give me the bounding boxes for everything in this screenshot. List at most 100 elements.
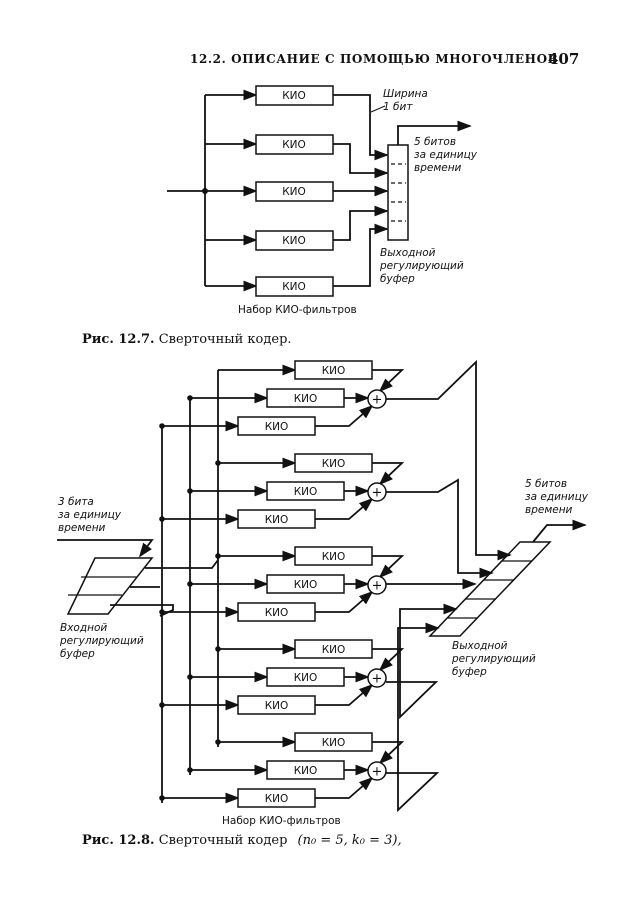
fig2-adder-plus-icon: + bbox=[372, 393, 383, 408]
output-rate-line: 5 битов bbox=[414, 136, 457, 148]
fig2-adder bbox=[367, 668, 387, 688]
fig2-adder-input-wire bbox=[315, 683, 374, 706]
running-header: 12.2. ОПИСАНИЕ С ПОМОЩЬЮ МНОГОЧЛЕНОВ bbox=[190, 52, 559, 66]
fig2-junction-dot bbox=[215, 739, 221, 745]
fig2-adder-input-wire bbox=[372, 648, 405, 672]
fig2-adder bbox=[367, 389, 387, 409]
fig2-kio-label: КИО bbox=[265, 421, 289, 433]
fig2-adder bbox=[367, 482, 387, 502]
fig1-kio-label: КИО bbox=[282, 139, 306, 151]
output-rate-line: 5 битов bbox=[525, 478, 568, 490]
fig2-junction-dot bbox=[215, 646, 221, 652]
figure-12-7-diagram: КИО КИО КИО КИО КИО bbox=[167, 85, 472, 297]
output-buffer-line: Выходной bbox=[452, 640, 508, 652]
output-rate-line: времени bbox=[414, 162, 462, 174]
fig1-kio-block-5 bbox=[255, 276, 334, 297]
fig1-output-buffer bbox=[387, 144, 409, 241]
output-rate-line: времени bbox=[525, 504, 573, 516]
buffer-label-line: Выходной bbox=[380, 247, 436, 259]
fig1-junction-dot bbox=[202, 188, 208, 194]
fig2-kio-label: КИО bbox=[322, 551, 346, 563]
fig2-adder-input-wire bbox=[372, 462, 405, 486]
fig2-kio-label: КИО bbox=[322, 644, 346, 656]
fig2-junction-dot bbox=[159, 423, 165, 429]
fig1-kio-label: КИО bbox=[282, 281, 306, 293]
fig1-caption: Рис. 12.7. Сверточный кодер. bbox=[82, 332, 292, 347]
fig2-adder-plus-icon: + bbox=[372, 765, 383, 780]
page-number: 407 bbox=[548, 50, 580, 68]
input-buffer-line: буфер bbox=[60, 648, 95, 660]
output-rate-line: за единицу bbox=[525, 491, 588, 503]
fig2-output-buffer bbox=[428, 541, 552, 637]
fig1-caption-number: Рис. 12.7. bbox=[82, 332, 155, 347]
fig1-kio-block-3 bbox=[255, 181, 334, 202]
fig2-junction-dot bbox=[159, 516, 165, 522]
fig1-kio-label: КИО bbox=[282, 235, 306, 247]
fig2-kio-label: КИО bbox=[265, 700, 289, 712]
fig2-kio-label: КИО bbox=[294, 393, 318, 405]
fig2-adder bbox=[367, 575, 387, 595]
fig1-kio-block-2 bbox=[255, 134, 334, 155]
fig2-input-line bbox=[57, 539, 154, 558]
fig2-kio-label: КИО bbox=[265, 514, 289, 526]
fig2-junction-dot bbox=[215, 460, 221, 466]
fig2-adder-input-wire bbox=[372, 369, 405, 393]
buffer-label-line: регулирующий bbox=[380, 260, 464, 272]
fig2-filter-group: КИО КИО КИО + bbox=[159, 360, 405, 436]
fig2-junction-dot bbox=[187, 674, 193, 680]
fig2-junction-dot bbox=[187, 581, 193, 587]
fig1-caption-text: Сверточный кодер. bbox=[158, 332, 292, 347]
fig2-adder-plus-icon: + bbox=[372, 579, 383, 594]
output-buffer-line: буфер bbox=[452, 666, 487, 678]
fig2-adder-plus-icon: + bbox=[372, 672, 383, 687]
fig1-kio-block-4 bbox=[255, 230, 334, 251]
fig2-kio-label: КИО bbox=[294, 672, 318, 684]
fig1-kio-label: КИО bbox=[282, 90, 306, 102]
fig2-junction-dot bbox=[187, 767, 193, 773]
fig2-adder-input-wire bbox=[315, 404, 374, 427]
output-rate-line: за единицу bbox=[414, 149, 477, 161]
fig2-kio-label: КИО bbox=[265, 793, 289, 805]
fig2-caption: Рис. 12.8. Сверточный кодер (n₀ = 5, k₀ … bbox=[82, 833, 402, 848]
fig2-junction-dot bbox=[187, 395, 193, 401]
fig2-kio-label: КИО bbox=[322, 737, 346, 749]
fig2-adder-input-wire bbox=[372, 555, 405, 579]
fig2-bank-label: Набор КИО-фильтров bbox=[222, 815, 341, 827]
input-rate-line: времени bbox=[58, 522, 106, 534]
fig2-filter-group: КИО КИО КИО + bbox=[159, 546, 405, 622]
fig2-junction-dot bbox=[159, 795, 165, 801]
fig2-kio-label: КИО bbox=[294, 579, 318, 591]
fig2-adder-input-wire bbox=[372, 741, 405, 765]
fig1-kio-label: КИО bbox=[282, 186, 306, 198]
fig2-kio-label: КИО bbox=[322, 458, 346, 470]
fig2-output-rate-label: 5 битов за единицу времени bbox=[525, 478, 588, 517]
fig1-buffer-label: Выходной регулирующий буфер bbox=[380, 247, 464, 286]
fig2-junction-dot bbox=[215, 553, 221, 559]
fig1-kio-block-1 bbox=[255, 85, 334, 106]
fig2-junction-dot bbox=[159, 609, 165, 615]
input-buffer-line: Входной bbox=[60, 622, 108, 634]
fig1-output-rate-label: 5 битов за единицу времени bbox=[414, 136, 477, 175]
fig1-width-note: Ширина 1 бит bbox=[383, 88, 428, 114]
fig1-bank-label: Набор КИО-фильтров bbox=[238, 304, 357, 316]
fig2-input-rate-label: 3 бита за единицу времени bbox=[58, 496, 121, 535]
fig2-adder-input-wire bbox=[315, 776, 374, 799]
fig2-adder-plus-icon: + bbox=[372, 486, 383, 501]
fig2-adder-input-wire bbox=[315, 497, 374, 520]
fig2-junction-dot bbox=[187, 488, 193, 494]
output-buffer-line: регулирующий bbox=[452, 653, 536, 665]
fig1-wires bbox=[167, 89, 472, 292]
fig2-caption-text: Сверточный кодер bbox=[158, 833, 288, 848]
fig2-output-buffer-label: Выходной регулирующий буфер bbox=[452, 640, 536, 679]
fig2-adder bbox=[367, 761, 387, 781]
fig2-kio-label: КИО bbox=[265, 607, 289, 619]
width-note-line: 1 бит bbox=[383, 101, 413, 113]
buffer-label-line: буфер bbox=[380, 273, 415, 285]
fig2-filter-group: КИО КИО КИО + bbox=[159, 639, 405, 715]
fig2-input-buffer-label: Входной регулирующий буфер bbox=[60, 622, 144, 661]
fig2-kio-label: КИО bbox=[322, 365, 346, 377]
fig2-adder-input-wire bbox=[315, 590, 374, 613]
